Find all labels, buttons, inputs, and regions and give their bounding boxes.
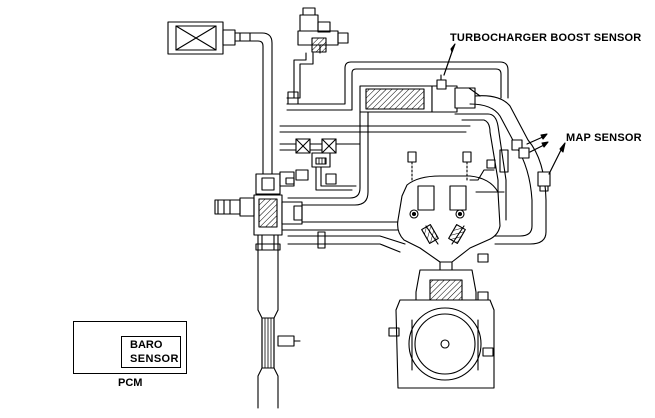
manifold-connections bbox=[469, 149, 509, 193]
engine bbox=[388, 151, 501, 389]
vacuum-hose-top bbox=[286, 52, 314, 99]
intercooler bbox=[359, 85, 481, 113]
charge-pipe-upper bbox=[286, 61, 509, 111]
baro-sensor-box bbox=[121, 336, 181, 368]
turbocharger bbox=[214, 171, 303, 236]
pcm-box bbox=[73, 321, 187, 374]
bypass-pipes bbox=[279, 125, 471, 191]
exhaust-pipe bbox=[255, 234, 301, 409]
map-sensor-label: MAP SENSOR bbox=[566, 132, 642, 144]
valve-left bbox=[287, 91, 309, 181]
map-sensor bbox=[537, 142, 566, 192]
intake-pipe bbox=[234, 32, 273, 196]
baro-label: BARO bbox=[130, 339, 163, 351]
turbo-boost-sensor-label: TURBOCHARGER BOOST SENSOR bbox=[450, 32, 642, 44]
intake-sensors-small bbox=[511, 133, 549, 159]
boost-control-solenoid bbox=[297, 7, 349, 54]
intercooler-outlet-pipe bbox=[287, 111, 369, 206]
pcm-label: PCM bbox=[118, 377, 143, 389]
baro-sensor-label: SENSOR bbox=[130, 353, 179, 365]
air-filter bbox=[167, 21, 236, 55]
vacuum-hose-top-2 bbox=[293, 52, 307, 99]
intake-duct-right bbox=[454, 95, 547, 245]
turbo-boost-sensor bbox=[436, 43, 456, 90]
